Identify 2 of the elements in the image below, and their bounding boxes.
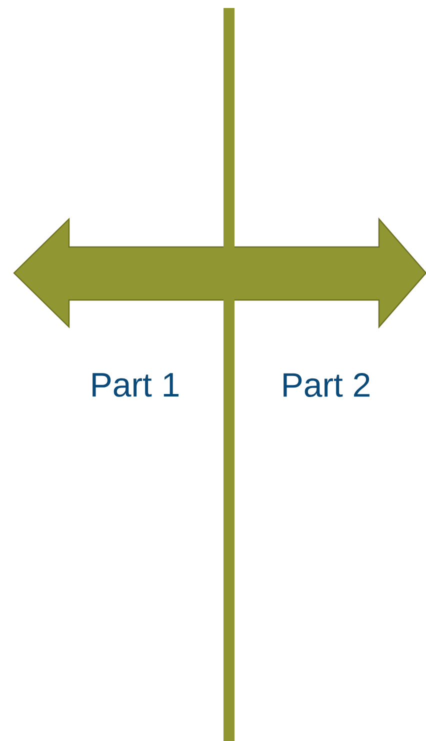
part-label: Part 1 [92,373,178,397]
part-label: Part 2 [284,373,370,397]
